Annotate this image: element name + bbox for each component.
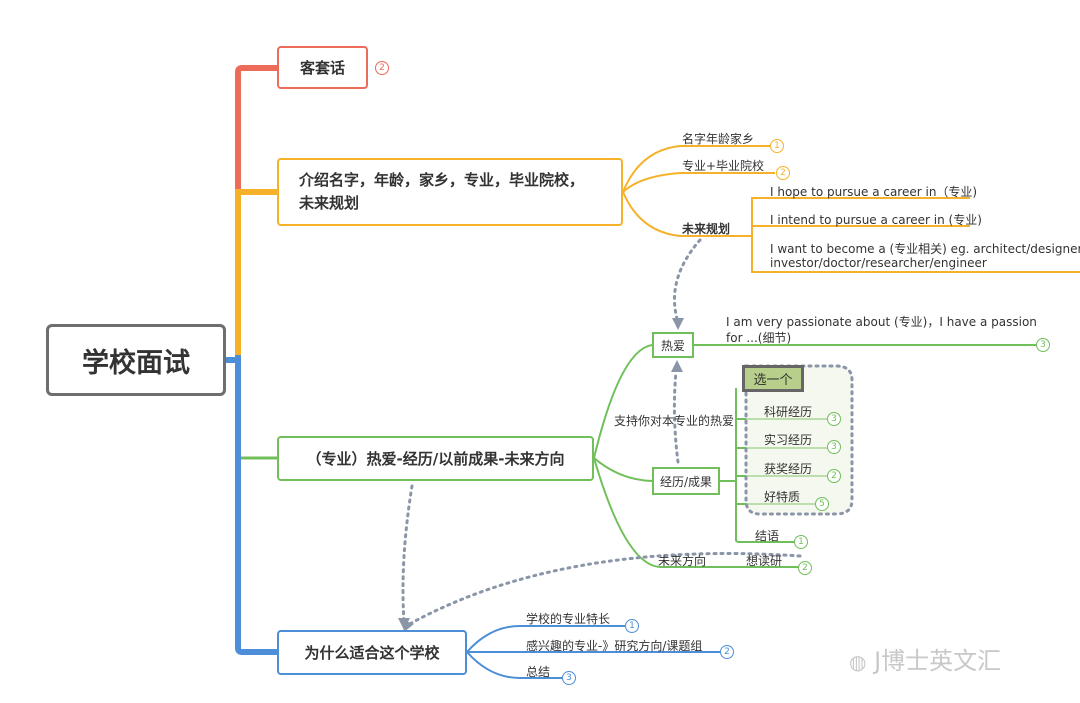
count-badge: 2 (720, 645, 734, 659)
node-polite-talk[interactable]: 客套话 (277, 46, 368, 89)
trunk-orange (235, 189, 277, 355)
experience-item-awards[interactable]: 获奖经历 (764, 462, 813, 476)
node-intro[interactable]: 介绍名字，年龄，家乡，专业，毕业院校， 未来规划 (277, 158, 623, 226)
count-badge: 3 (827, 440, 841, 454)
trunk-blue (235, 355, 277, 655)
future-plan-item[interactable]: I hope to pursue a career in（专业) (770, 185, 978, 199)
love-text-line2[interactable]: for ...(细节) (726, 331, 792, 345)
intro-label-line2: 未来规划 (299, 194, 360, 212)
node-why-school[interactable]: 为什么适合这个学校 (277, 630, 467, 675)
future-direction-detail[interactable]: 想读研 (746, 554, 783, 568)
future-plan-item[interactable]: I intend to pursue a career in (专业) (770, 213, 982, 227)
count-badge: 3 (562, 671, 576, 685)
experience-item-internship[interactable]: 实习经历 (764, 433, 813, 447)
node-love[interactable]: 热爱 (652, 332, 694, 358)
intro-child-major-school[interactable]: 专业+毕业院校 (682, 159, 765, 173)
count-badge: 2 (798, 561, 812, 575)
wechat-icon: ◍ (849, 650, 867, 674)
count-badge: 5 (815, 497, 829, 511)
trunk-red (235, 65, 277, 190)
count-badge: 2 (827, 469, 841, 483)
intro-child-name-age[interactable]: 名字年龄家乡 (682, 132, 755, 146)
experience-item-research[interactable]: 科研经历 (764, 405, 813, 419)
node-future-direction[interactable]: 未来方向 (658, 554, 707, 568)
why-school-item[interactable]: 学校的专业特长 (526, 612, 611, 626)
count-badge: 1 (770, 139, 784, 153)
count-badge: 2 (776, 166, 790, 180)
watermark: ◍ J博士英文汇 (849, 647, 1002, 675)
node-passion[interactable]: （专业）热爱-经历/以前成果-未来方向 (277, 436, 594, 481)
experience-item-conclusion[interactable]: 结语 (755, 529, 780, 543)
love-text-line1[interactable]: I am very passionate about (专业)，I have a… (726, 315, 1037, 329)
count-badge: 1 (625, 619, 639, 633)
intro-label-line1: 介绍名字，年龄，家乡，专业，毕业院校， (299, 171, 585, 189)
intro-future-plan[interactable]: 未来规划 (682, 222, 731, 236)
pick-one-label[interactable]: 选一个 (742, 365, 804, 392)
future-plan-item[interactable]: I want to become a (专业相关) eg. architect/… (770, 242, 1080, 256)
experience-item-traits[interactable]: 好特质 (764, 490, 801, 504)
node-experience[interactable]: 经历/成果 (652, 467, 720, 495)
count-badge: 2 (375, 61, 389, 75)
why-school-item[interactable]: 感兴趣的专业-》研究方向/课题组 (526, 639, 703, 653)
future-plan-item[interactable]: investor/doctor/researcher/engineer (770, 256, 987, 270)
why-school-item[interactable]: 总结 (526, 665, 551, 679)
count-badge: 3 (827, 412, 841, 426)
support-note: 支持你对本专业的热爱 (614, 414, 735, 428)
root-node[interactable]: 学校面试 (46, 324, 226, 396)
count-badge: 3 (1036, 338, 1050, 352)
count-badge: 1 (794, 535, 808, 549)
